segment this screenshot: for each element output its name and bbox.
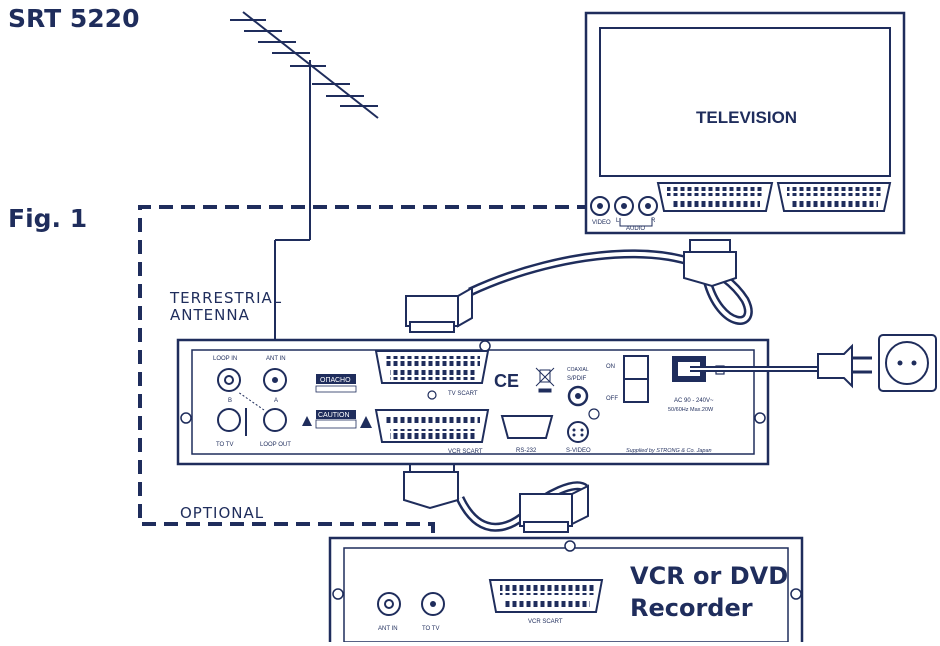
recorder-label-line1: VCR or DVD: [630, 562, 789, 590]
port-b-label: B: [228, 398, 232, 404]
spdif-label: S/PDIF: [567, 376, 587, 382]
svideo-label: S-VIDEO: [566, 448, 591, 454]
antenna-label-line1: TERRESTRIAL: [170, 289, 283, 307]
recorder-vcr-scart-port: [488, 579, 604, 613]
power-cable: [690, 343, 872, 389]
caution-badge: [316, 410, 356, 419]
receiver-vcr-scart-port: [374, 409, 490, 443]
ce-mark: CE: [494, 371, 519, 391]
television: VIDEO AUDIO L R: [584, 11, 906, 235]
tv-scart-port-1: [656, 182, 774, 212]
optional-label: OPTIONAL: [180, 504, 265, 522]
tv-video-label: VIDEO: [592, 220, 611, 226]
antenna-label: TERRESTRIAL ANTENNA: [170, 290, 282, 324]
tv-left-label: L: [616, 218, 620, 224]
receiver: LOOP IN B ANT IN A TO TV LOOP OUT ОПАСНО…: [176, 338, 770, 466]
tv-scart-cable: [405, 239, 753, 333]
tv-right-label: R: [651, 218, 656, 224]
warning-triangle-icon: [360, 416, 372, 428]
wall-socket-icon: [878, 334, 937, 392]
tv-scart-label: TV SCART: [448, 391, 478, 397]
loop-out-label: LOOP OUT: [260, 442, 291, 448]
warning-triangle-icon: [302, 416, 312, 426]
rs232-label: RS-232: [516, 448, 537, 454]
svg-text:ОПАСНО: ОПАСНО: [320, 377, 351, 384]
figure-label: Fig. 1: [8, 204, 88, 233]
power-spec-line2: 50/60Hz Max.20W: [668, 407, 714, 413]
loop-out-port: [263, 408, 287, 432]
warning-ru-badge: [316, 374, 356, 384]
to-tv-label: TO TV: [216, 442, 233, 448]
vcr-scart-cable: [403, 459, 589, 533]
port-a-label: A: [274, 398, 278, 404]
coaxial-label: COAXIAL: [567, 367, 589, 373]
recorder-to-tv-label: TO TV: [422, 626, 439, 632]
tv-audio-label: AUDIO: [626, 226, 645, 232]
model-title: SRT 5220: [8, 4, 140, 33]
supplier-label: Supplied by STRONG & Co. Japan: [626, 448, 712, 454]
television-label: TELEVISION: [696, 108, 798, 127]
antenna-label-line2: ANTENNA: [170, 306, 250, 324]
ant-in-label: ANT IN: [266, 356, 286, 362]
recorder-vcr-scart-label: VCR SCART: [528, 619, 563, 625]
power-spec-line1: AC 90 - 240V~: [674, 398, 714, 404]
recorder-ant-in-label: ANT IN: [378, 626, 398, 632]
tv-scart-port-2: [776, 182, 892, 212]
power-on-label: ON: [606, 364, 615, 370]
svg-text:CAUTION: CAUTION: [318, 412, 350, 419]
recorder-label-line2: Recorder: [630, 594, 753, 622]
to-tv-port: [217, 408, 241, 432]
recorder-label: VCR or DVD Recorder: [630, 560, 788, 624]
rs232-port: [500, 415, 554, 439]
receiver-tv-scart-port: [374, 350, 490, 384]
vcr-scart-label: VCR SCART: [448, 449, 483, 455]
power-off-label: OFF: [606, 396, 618, 402]
svideo-port: [567, 421, 589, 443]
recycle-bin-icon: [535, 367, 555, 393]
loop-in-label: LOOP IN: [213, 356, 237, 362]
vcr-recorder: ANT IN TO TV VCR SCART: [328, 536, 804, 646]
